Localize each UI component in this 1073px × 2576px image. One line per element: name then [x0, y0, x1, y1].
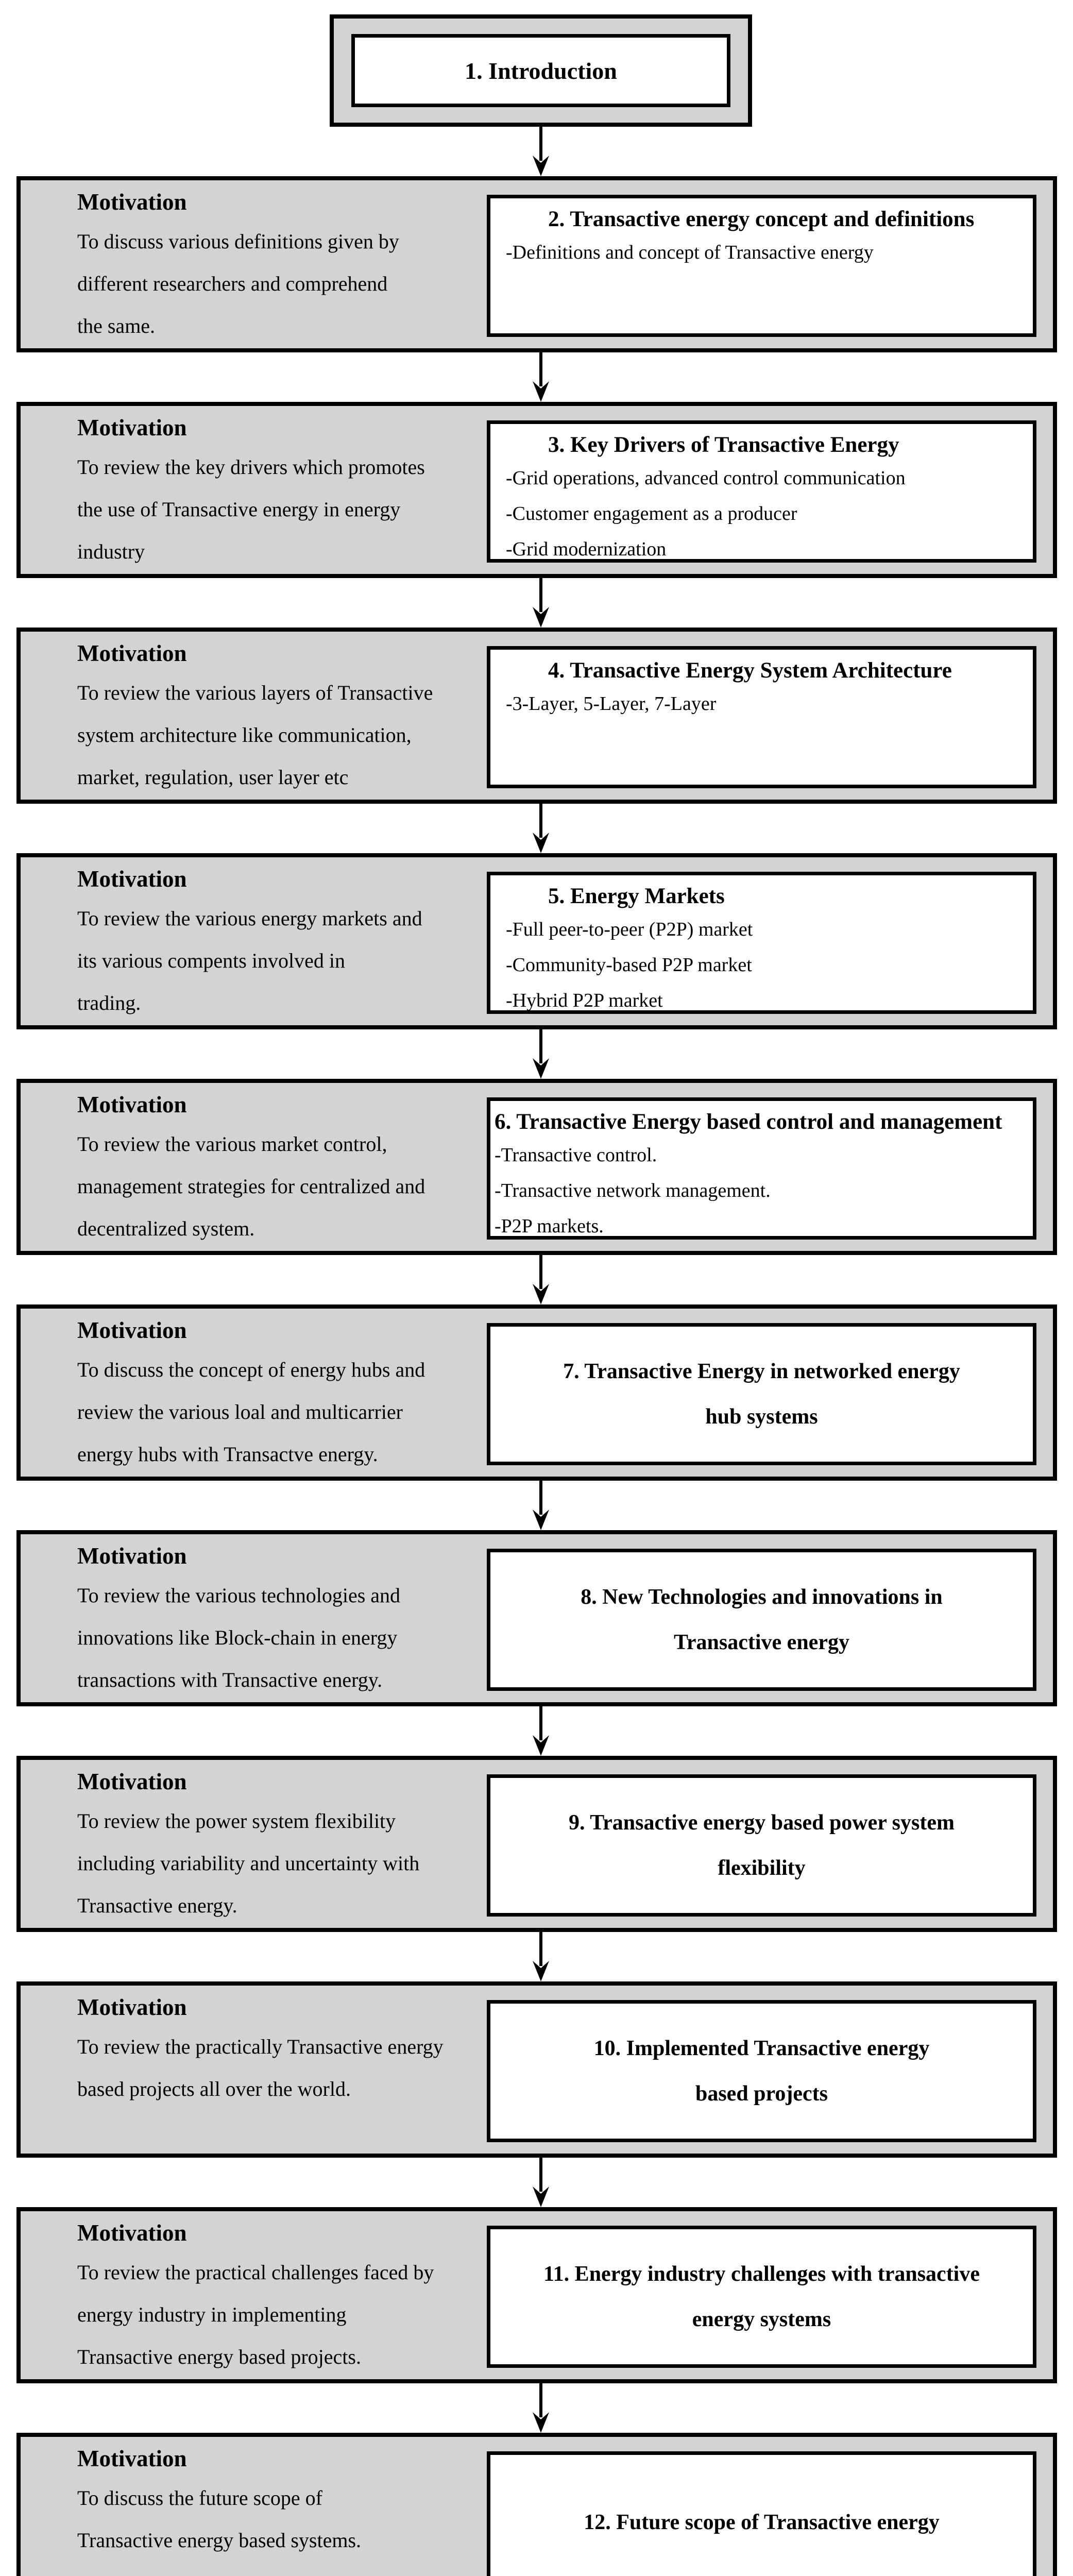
section-box: 2. Transactive energy concept and defini…	[487, 195, 1036, 337]
section-box: 10. Implemented Transactive energy based…	[487, 2000, 1036, 2142]
motivation-panel: Motivation To review the various market …	[77, 1091, 489, 1250]
section-bullet: -Hybrid P2P market	[506, 990, 663, 1012]
flow-row: Motivation To discuss the future scope o…	[16, 2433, 1057, 2576]
section-title: 6. Transactive Energy based control and …	[495, 1110, 1002, 1134]
down-arrow-icon	[0, 578, 1073, 628]
motivation-heading: Motivation	[77, 1769, 187, 1794]
section-box: 12. Future scope of Transactive energy	[487, 2451, 1036, 2576]
motivation-panel: Motivation To discuss various definition…	[77, 189, 489, 347]
flow-row: Motivation To review the various layers …	[16, 628, 1057, 804]
flow-row: Motivation To discuss the concept of ene…	[16, 1304, 1057, 1481]
down-arrow-icon	[0, 804, 1073, 853]
motivation-heading: Motivation	[77, 1092, 187, 1117]
motivation-panel: Motivation To discuss the future scope o…	[77, 2445, 489, 2562]
down-arrow-icon	[0, 2383, 1073, 2433]
section-bullet: -Grid modernization	[506, 538, 667, 561]
motivation-heading: Motivation	[77, 2446, 187, 2471]
flow-row: Motivation To review the power system fl…	[16, 1756, 1057, 1932]
section-bullet: -Transactive control.	[495, 1144, 657, 1166]
motivation-text: To review the practical challenges faced…	[77, 2261, 434, 2368]
motivation-text: To review the various energy markets and…	[77, 907, 422, 1014]
motivation-text: To discuss the future scope of Transacti…	[77, 2486, 362, 2552]
section-title: 5. Energy Markets	[548, 884, 725, 908]
section-box: 8. New Technologies and innovations in T…	[487, 1549, 1036, 1691]
section-title: 9. Transactive energy based power system…	[569, 1810, 955, 1880]
section-bullet: -Full peer-to-peer (P2P) market	[506, 919, 753, 940]
motivation-panel: Motivation To review the practical chall…	[77, 2219, 489, 2378]
section-bullet: -3-Layer, 5-Layer, 7-Layer	[506, 693, 717, 715]
section-title: 2. Transactive energy concept and defini…	[548, 207, 975, 231]
motivation-text: To review the key drivers which promotes…	[77, 455, 425, 563]
motivation-heading: Motivation	[77, 866, 187, 892]
motivation-text: To review the various layers of Transact…	[77, 681, 433, 789]
down-arrow-icon	[0, 1255, 1073, 1304]
section-title: 7. Transactive Energy in networked energ…	[563, 1359, 960, 1429]
motivation-panel: Motivation To review the various energy …	[77, 866, 489, 1024]
motivation-text: To review the various technologies and i…	[77, 1584, 401, 1691]
introduction-label: 1. Introduction	[351, 34, 730, 107]
motivation-heading: Motivation	[77, 189, 187, 215]
top-margin	[0, 0, 1073, 14]
flow-row: Motivation To review the various technol…	[16, 1530, 1057, 1706]
motivation-heading: Motivation	[77, 415, 187, 440]
motivation-panel: Motivation To review the practically Tra…	[77, 1994, 489, 2110]
section-bullet: -Customer engagement as a producer	[506, 503, 797, 525]
motivation-heading: Motivation	[77, 1994, 187, 2020]
flow-row: Motivation To review the practically Tra…	[16, 1981, 1057, 2158]
flow-node-introduction: 1. Introduction	[330, 14, 752, 127]
section-box: 11. Energy industry challenges with tran…	[487, 2226, 1036, 2368]
down-arrow-icon	[0, 1481, 1073, 1530]
section-box: 6. Transactive Energy based control and …	[487, 1097, 1036, 1240]
flow-row: Motivation To review the various market …	[16, 1079, 1057, 1255]
section-bullet: -Community-based P2P market	[506, 954, 752, 976]
section-title: 10. Implemented Transactive energy based…	[593, 2036, 930, 2106]
down-arrow-icon	[0, 127, 1073, 176]
section-box: 9. Transactive energy based power system…	[487, 1774, 1036, 1917]
motivation-text: To review the practically Transactive en…	[77, 2035, 444, 2100]
down-arrow-icon	[0, 1932, 1073, 1981]
section-bullet: -Definitions and concept of Transactive …	[506, 242, 874, 263]
flow-row: Motivation To review the practical chall…	[16, 2207, 1057, 2383]
section-bullet: -Transactive network management.	[495, 1180, 771, 1202]
section-title: 4. Transactive Energy System Architectur…	[548, 658, 952, 683]
motivation-text: To review the various market control, ma…	[77, 1132, 425, 1240]
motivation-text: To review the power system flexibility i…	[77, 1809, 420, 1917]
motivation-text: To discuss various definitions given by …	[77, 230, 399, 337]
section-title: 11. Energy industry challenges with tran…	[543, 2262, 980, 2331]
motivation-heading: Motivation	[77, 1317, 187, 1343]
flow-row: Motivation To discuss various definition…	[16, 176, 1057, 352]
motivation-heading: Motivation	[77, 1543, 187, 1569]
motivation-heading: Motivation	[77, 640, 187, 666]
section-title: 3. Key Drivers of Transactive Energy	[548, 433, 899, 457]
section-title: 8. New Technologies and innovations in T…	[581, 1585, 943, 1654]
flow-row: Motivation To review the key drivers whi…	[16, 402, 1057, 578]
flow-row: Motivation To review the various energy …	[16, 853, 1057, 1029]
down-arrow-icon	[0, 1029, 1073, 1079]
motivation-panel: Motivation To review the key drivers whi…	[77, 414, 489, 573]
section-box: 5. Energy Markets -Full peer-to-peer (P2…	[487, 872, 1036, 1014]
motivation-panel: Motivation To review the various technol…	[77, 1543, 489, 1701]
section-bullet: -Grid operations, advanced control commu…	[506, 467, 906, 489]
motivation-panel: Motivation To review the various layers …	[77, 640, 489, 799]
down-arrow-icon	[0, 352, 1073, 402]
motivation-text: To discuss the concept of energy hubs an…	[77, 1358, 425, 1466]
section-box: 4. Transactive Energy System Architectur…	[487, 646, 1036, 788]
motivation-panel: Motivation To review the power system fl…	[77, 1768, 489, 1927]
section-box: 7. Transactive Energy in networked energ…	[487, 1323, 1036, 1465]
motivation-panel: Motivation To discuss the concept of ene…	[77, 1317, 489, 1476]
down-arrow-icon	[0, 1706, 1073, 1756]
section-box: 3. Key Drivers of Transactive Energy -Gr…	[487, 420, 1036, 563]
motivation-heading: Motivation	[77, 2220, 187, 2246]
section-title: 12. Future scope of Transactive energy	[584, 2510, 940, 2534]
section-bullet: -P2P markets.	[495, 1215, 604, 1238]
down-arrow-icon	[0, 2158, 1073, 2207]
